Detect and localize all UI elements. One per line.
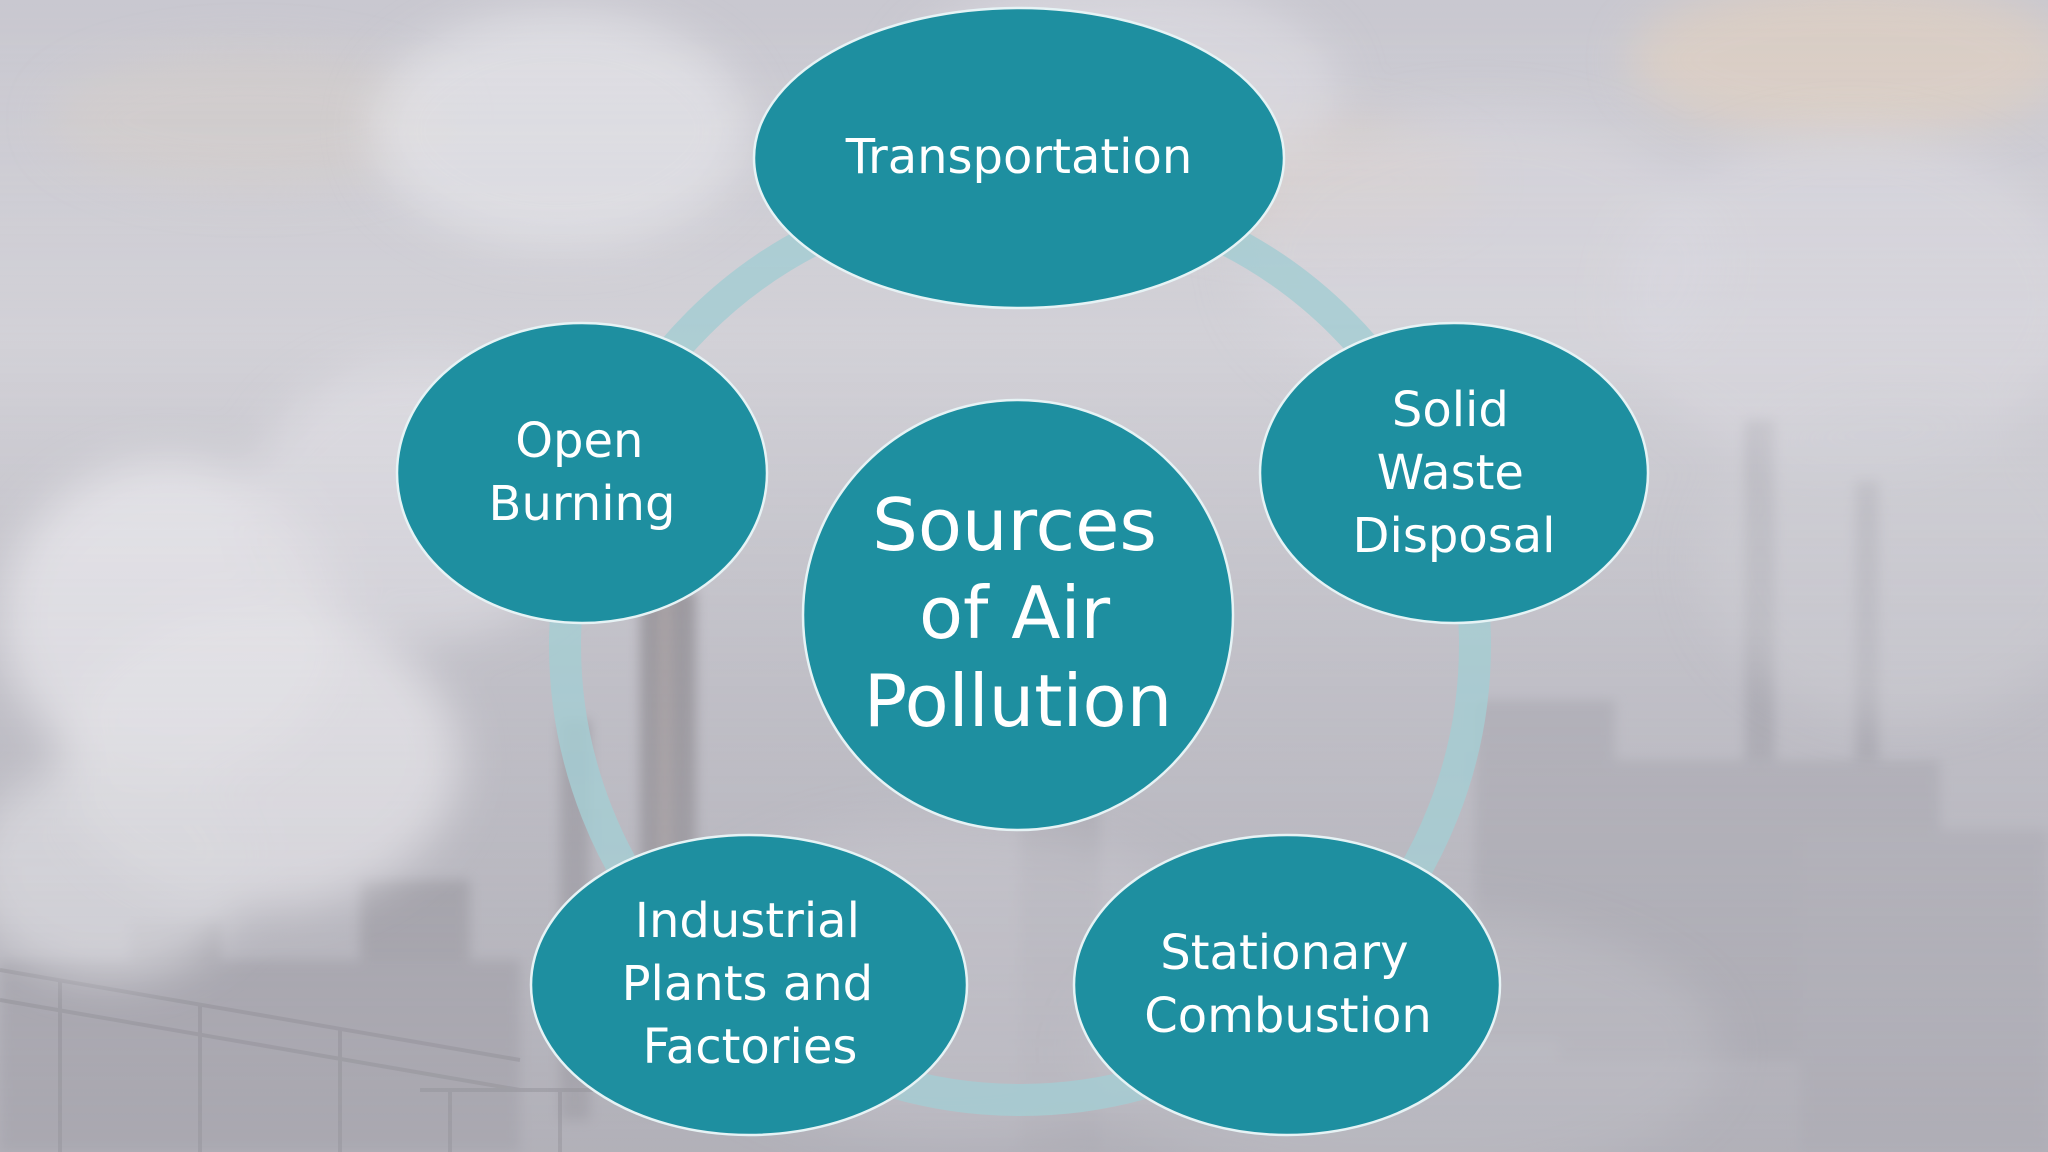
node-transportation-label: Transportation — [845, 129, 1193, 185]
node-solid-waste-disposal: Solid Waste Disposal — [1258, 321, 1650, 625]
center-label: Sources of Air Pollution — [864, 483, 1180, 743]
node-open-burning: Open Burning — [395, 321, 769, 625]
node-solid-waste-disposal-label: Solid Waste Disposal — [1353, 382, 1556, 564]
node-open-burning-label: Open Burning — [489, 413, 676, 532]
node-industrial-plants-and-factories: Industrial Plants and Factories — [529, 833, 969, 1137]
node-stationary-combustion: Stationary Combustion — [1072, 833, 1502, 1137]
node-transportation: Transportation — [752, 6, 1286, 310]
node-stationary-combustion-label: Stationary Combustion — [1144, 925, 1431, 1044]
center-node: Sources of Air Pollution — [801, 398, 1235, 832]
node-industrial-plants-and-factories-label: Industrial Plants and Factories — [622, 893, 889, 1075]
